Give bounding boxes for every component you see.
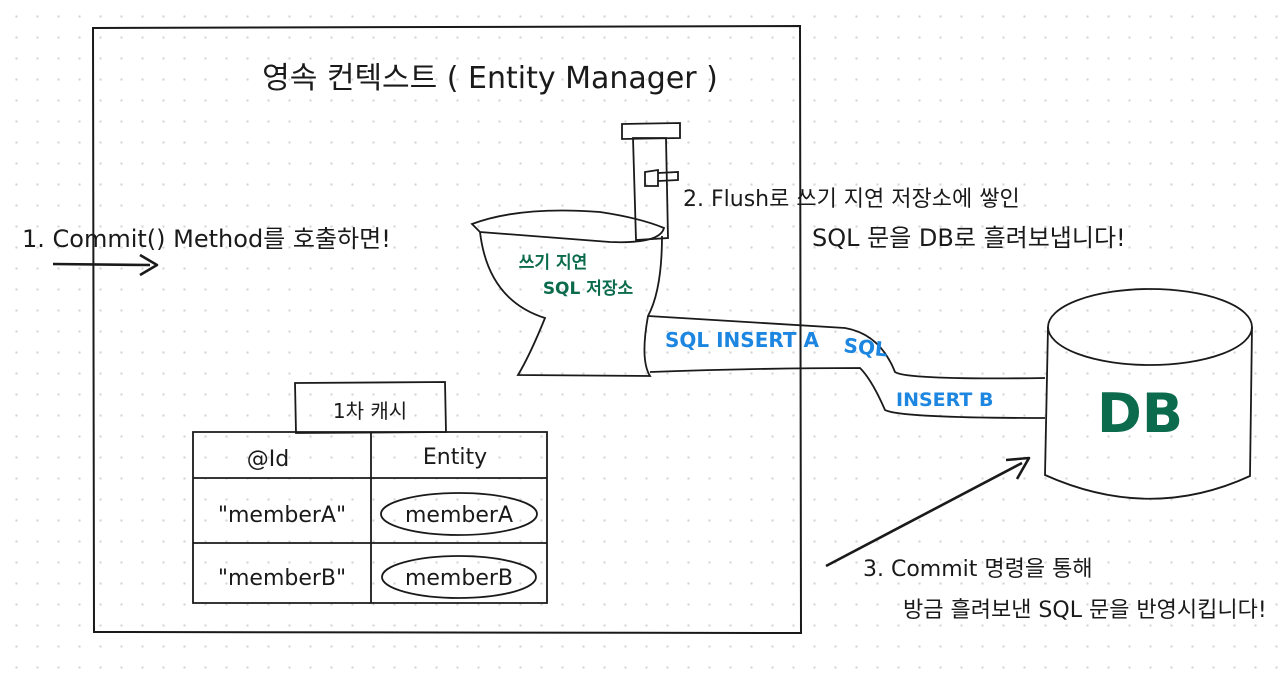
cache-row-2-entity-oval <box>381 555 537 599</box>
cache-row-1-id: "memberA" <box>218 503 346 528</box>
pipe-sql-insert-b-line2: INSERT B <box>896 389 993 411</box>
step2-label-line2: SQL 문을 DB로 흘려보냅니다! <box>812 224 1126 252</box>
cache-table-border <box>192 431 548 604</box>
sql-pipe <box>647 315 1046 419</box>
step2-label-line1: 2. Flush로 쓰기 지연 저장소에 쌓인 <box>683 187 1020 212</box>
context-title: 영속 컨텍스트 ( Entity Manager ) <box>262 61 718 96</box>
cache-header-entity: Entity <box>423 445 487 470</box>
first-level-cache: 1차 캐시 @Id Entity "memberA" memberA "memb… <box>192 381 548 604</box>
db-label: DB <box>1097 382 1183 445</box>
step3-arrow <box>825 456 1031 568</box>
cache-row-2-entity: memberB <box>405 566 513 591</box>
store-label-line2: SQL 저장소 <box>543 279 634 299</box>
cache-row-1-entity: memberA <box>405 503 513 528</box>
store-label-line1: 쓰기 지연 <box>519 253 587 273</box>
pipe-sql-insert-b-line1: SQL <box>842 333 889 362</box>
persistence-context-box <box>91 24 803 635</box>
cache-row-1-entity-oval <box>380 492 538 536</box>
database-cylinder <box>1044 288 1253 500</box>
step1-arrow <box>52 253 159 277</box>
step1-label: 1. Commit() Method를 호출하면! <box>22 225 391 253</box>
step3-label-line1: 3. Commit 명령을 통해 <box>863 557 1093 582</box>
write-behind-store-toilet <box>470 122 681 377</box>
step3-label-line2: 방금 흘려보낸 SQL 문을 반영시킵니다! <box>903 598 1267 623</box>
cache-row-2-id: "memberB" <box>218 566 346 591</box>
cache-title: 1차 캐시 <box>333 399 407 423</box>
cache-header-id: @Id <box>247 447 289 472</box>
pipe-sql-insert-a: SQL INSERT A <box>665 328 819 352</box>
